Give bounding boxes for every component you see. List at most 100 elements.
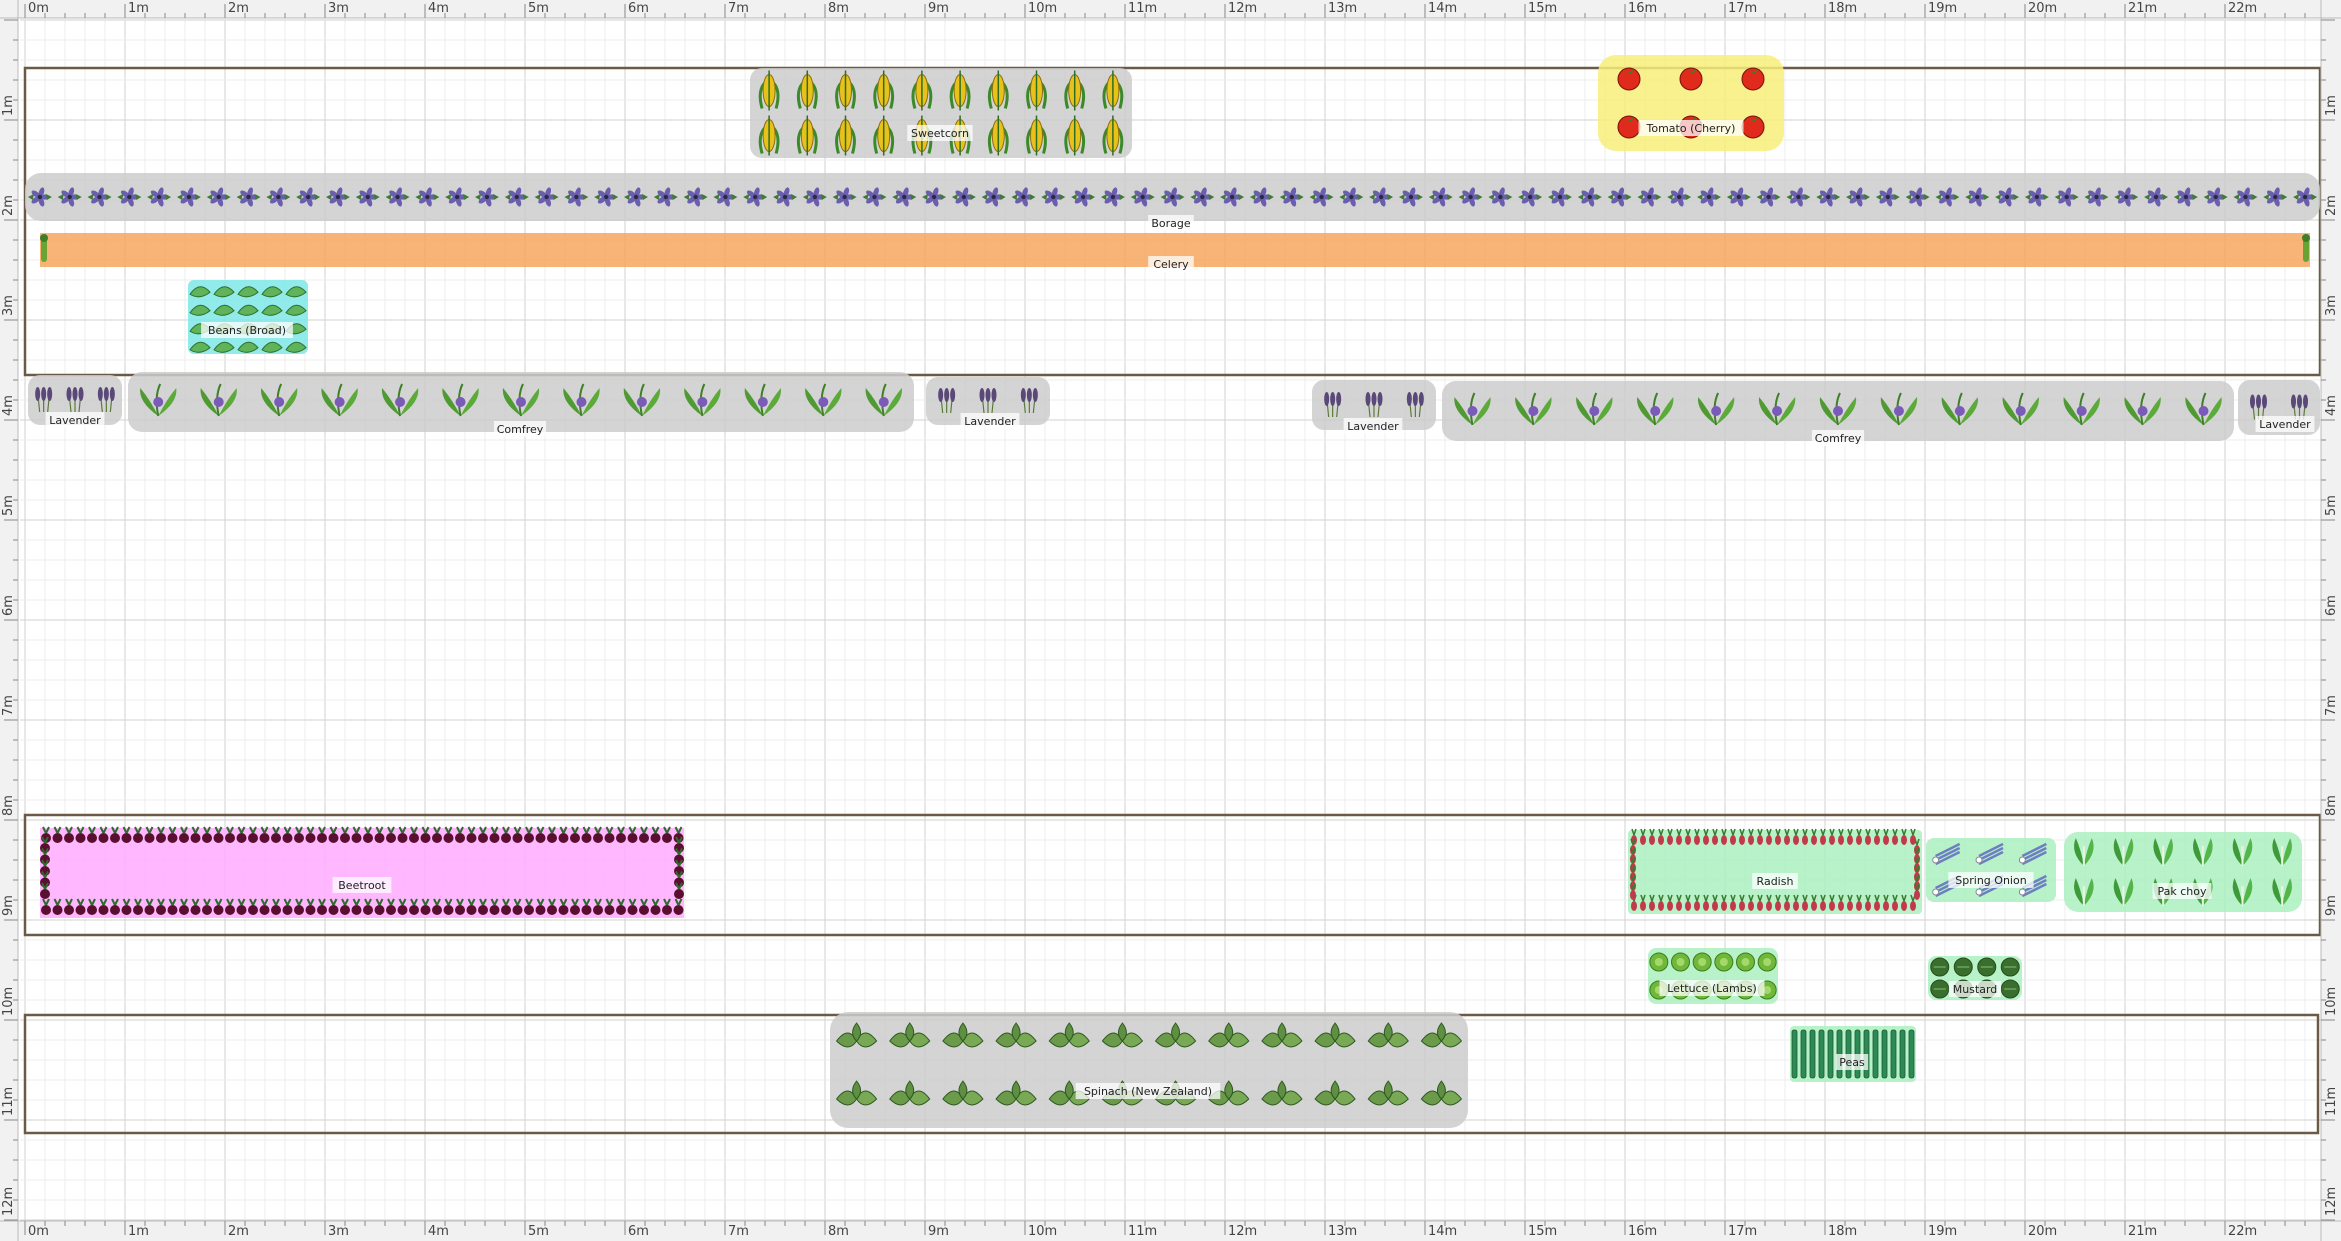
ruler-top-label: 12m (1228, 1, 1257, 16)
plant-mustard[interactable]: Mustard (1928, 956, 2022, 1000)
plant-lavender2[interactable]: Lavender (926, 377, 1050, 429)
ruler-top-label: 13m (1328, 1, 1357, 16)
garden-bed[interactable] (23, 66, 2322, 377)
plant-lavender4[interactable]: Lavender (2238, 380, 2320, 435)
lavender-icon (35, 387, 115, 413)
ruler-top-label: 14m (1428, 1, 1457, 16)
plant-label: Comfrey (1815, 432, 1862, 445)
plant-label: Lavender (964, 415, 1016, 428)
ruler-right-label: 5m (2324, 495, 2339, 516)
comfrey-icon (140, 383, 902, 417)
ruler-right-label: 1m (2324, 95, 2339, 116)
plant-spinach[interactable]: Spinach (New Zealand) (830, 1012, 1468, 1128)
ruler-left-label: 12m (1, 1187, 16, 1216)
ruler-top-label: 8m (828, 1, 849, 16)
borage-flower-icon (27, 187, 2318, 207)
ruler-bottom-label: 0m (28, 1224, 49, 1239)
ruler-left-label: 5m (1, 495, 16, 516)
ruler-left-label: 8m (1, 795, 16, 816)
corn-icon (758, 70, 1124, 156)
lavender-icon (938, 388, 1038, 414)
lavender-icon (2250, 394, 2308, 420)
plant-label: Peas (1839, 1056, 1865, 1069)
ruler-bottom-label: 9m (928, 1224, 949, 1239)
plant-label: Celery (1153, 258, 1189, 271)
ruler-top-label: 22m (2228, 1, 2257, 16)
plant-label: Lettuce (Lambs) (1667, 982, 1757, 995)
ruler-top-label: 16m (1628, 1, 1657, 16)
plant-tomato[interactable]: Tomato (Cherry) (1598, 55, 1784, 151)
ruler-bottom-label: 3m (328, 1224, 349, 1239)
plant-label: Pak choy (2157, 885, 2206, 898)
ruler-left-label: 1m (1, 95, 16, 116)
plant-label: Mustard (1953, 983, 1998, 996)
ruler-left-label: 2m (1, 195, 16, 216)
plant-label: Radish (1757, 875, 1794, 888)
plant-label: Spring Onion (1955, 874, 2026, 887)
ruler-top-label: 6m (628, 1, 649, 16)
plant-label: Tomato (Cherry) (1646, 122, 1736, 135)
plant-label: Beetroot (338, 879, 386, 892)
ruler-top-label: 21m (2128, 1, 2157, 16)
plant-label: Sweetcorn (911, 127, 969, 140)
ruler-bottom-label: 2m (228, 1224, 249, 1239)
ruler-right-label: 7m (2324, 695, 2339, 716)
garden-bed[interactable] (23, 813, 2322, 937)
ruler-right-label: 9m (2324, 895, 2339, 916)
plant-lettuce[interactable]: Lettuce (Lambs) (1648, 948, 1778, 1004)
ruler-top-label: 19m (1928, 1, 1957, 16)
ruler-top-label: 2m (228, 1, 249, 16)
plant-pakchoy[interactable]: Pak choy (2064, 832, 2302, 912)
celery-icon (40, 234, 2310, 262)
ruler-left-label: 10m (1, 987, 16, 1016)
comfrey-icon (1454, 392, 2222, 426)
plant-label: Lavender (2259, 418, 2311, 431)
ruler-bottom-label: 16m (1628, 1224, 1657, 1239)
ruler-top-label: 9m (928, 1, 949, 16)
ruler-bottom-label: 13m (1328, 1224, 1357, 1239)
ruler-bottom-label: 6m (628, 1224, 649, 1239)
plant-comfrey1[interactable]: Comfrey (128, 372, 914, 437)
ruler-right-label: 3m (2324, 295, 2339, 316)
plant-comfrey2[interactable]: Comfrey (1442, 381, 2234, 446)
ruler-top-label: 17m (1728, 1, 1757, 16)
plant-springonion[interactable]: Spring Onion (1926, 838, 2056, 902)
plant-borage[interactable]: Borage (25, 173, 2320, 231)
ruler-top-label: 3m (328, 1, 349, 16)
ruler-bottom-label: 12m (1228, 1224, 1257, 1239)
ruler-bottom-label: 7m (728, 1224, 749, 1239)
ruler-bottom-label: 10m (1028, 1224, 1057, 1239)
ruler-top-label: 0m (28, 1, 49, 16)
plant-beans[interactable]: Beans (Broad) (188, 280, 308, 354)
ruler-left-label: 11m (1, 1087, 16, 1116)
plant-radish[interactable]: Radish (1628, 828, 1922, 914)
ruler-top-label: 11m (1128, 1, 1157, 16)
plant-sweetcorn[interactable]: Sweetcorn (750, 68, 1132, 158)
plant-layer: Sweetcorn Tomato (Cherry) BorageCeleryBean… (25, 55, 2320, 1128)
plant-lavender1[interactable]: Lavender (28, 375, 122, 428)
ruler-bottom-label: 18m (1828, 1224, 1857, 1239)
ruler-right-label: 4m (2324, 395, 2339, 416)
ruler-right-label: 8m (2324, 795, 2339, 816)
plant-lavender3[interactable]: Lavender (1312, 380, 1436, 434)
ruler-right-label: 10m (2324, 987, 2339, 1016)
ruler-top-label: 4m (428, 1, 449, 16)
ruler-bottom-label: 22m (2228, 1224, 2257, 1239)
ruler-bottom-label: 8m (828, 1224, 849, 1239)
ruler-bottom-label: 20m (2028, 1224, 2057, 1239)
plant-label: Comfrey (497, 423, 544, 436)
spinach-icon (835, 1022, 1463, 1106)
ruler-top-label: 1m (128, 1, 149, 16)
plant-label: Borage (1151, 217, 1191, 230)
ruler-left-label: 3m (1, 295, 16, 316)
plant-celery[interactable]: Celery (40, 233, 2310, 272)
ruler-bottom-label: 19m (1928, 1224, 1957, 1239)
ruler-top-label: 18m (1828, 1, 1857, 16)
ruler-bottom-label: 4m (428, 1224, 449, 1239)
plant-peas[interactable]: Peas (1790, 1026, 1916, 1082)
plant-beetroot[interactable]: Beetroot (40, 826, 684, 918)
ruler-bottom-label: 1m (128, 1224, 149, 1239)
